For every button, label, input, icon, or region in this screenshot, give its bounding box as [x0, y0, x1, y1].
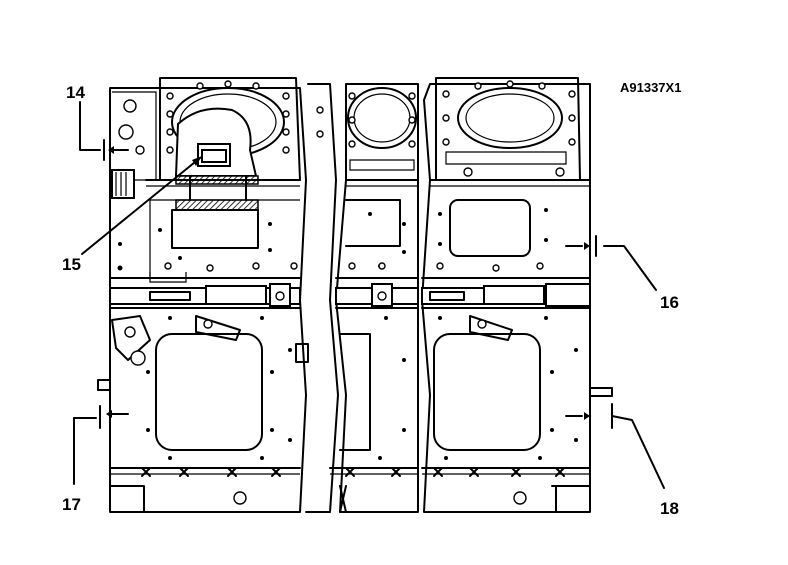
callout-15: 15	[62, 255, 81, 274]
callout-15-leader	[81, 156, 202, 255]
plate-dots-upper-left	[117, 222, 298, 272]
cutaway-section	[174, 107, 259, 211]
access-opening-left	[155, 333, 263, 451]
head-bolt-holes-right	[442, 80, 576, 177]
callout-16-leader	[565, 235, 657, 291]
block-section-right	[421, 77, 591, 513]
plate-dots-middle	[348, 212, 406, 460]
callout-17: 17	[62, 495, 81, 514]
head-bolt-holes-middle	[316, 92, 416, 148]
callout-16: 16	[660, 293, 679, 312]
bottom-x-marks-left	[141, 467, 281, 477]
access-opening-right	[433, 333, 541, 451]
block-section-middle	[305, 83, 419, 513]
callout-14: 14	[66, 83, 85, 102]
bottom-x-marks-middle	[345, 467, 401, 477]
cylinder-bore-right	[457, 87, 563, 149]
callout-14-leader	[79, 101, 129, 161]
plate-dots-lower-right	[438, 316, 578, 460]
block-section-left	[109, 77, 309, 513]
plate-dots-upper-right	[436, 208, 548, 272]
callout-18-leader	[565, 387, 665, 489]
figure-id: A91337X1	[620, 80, 681, 95]
plate-dots-lower-left	[146, 316, 292, 460]
head-bolt-holes-left	[166, 80, 290, 154]
callout-18: 18	[660, 499, 679, 518]
callout-17-leader	[73, 379, 129, 485]
bottom-x-marks-right	[433, 467, 565, 477]
